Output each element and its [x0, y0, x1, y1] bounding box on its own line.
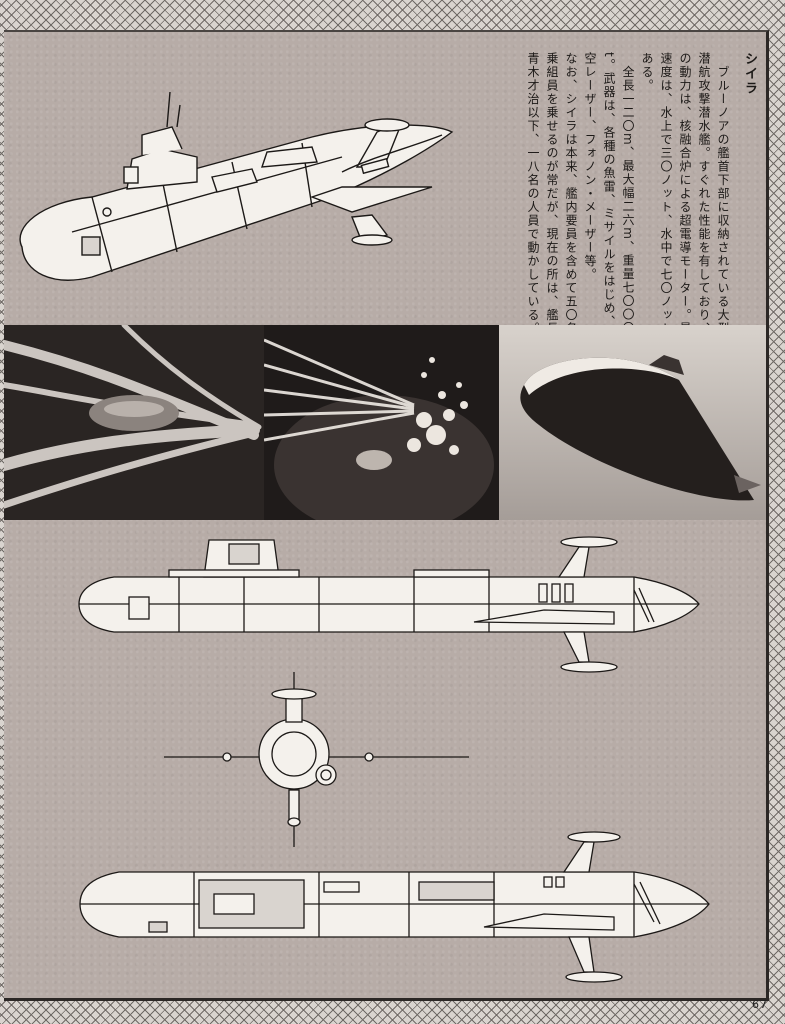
- magazine-page: シイラ ブルーノアの艦首下部に収納されている大型の潜航攻撃潜水艦。すぐれた性能を…: [4, 30, 769, 1001]
- submarine-side-elevation: [78, 536, 700, 673]
- submarine-perspective-illustration: [19, 91, 454, 281]
- article-paragraph-2: 全長一二〇m、最大幅二六m、重量七〇〇〇t。武器は、各種の魚雷、ミサイルをはじめ…: [583, 52, 635, 342]
- page-number: 67: [752, 998, 768, 1011]
- photo-strip: [4, 325, 766, 520]
- submarine-front-elevation: [164, 672, 469, 847]
- article-paragraph-3: なお、シイラは本来、艦内要員を含めて五〇名の乗組員を乗せるのが常だが、現在の所は…: [526, 52, 578, 349]
- photo-torpedo-wake: [4, 325, 264, 520]
- article-text: シイラ ブルーノアの艦首下部に収納されている大型の潜航攻撃潜水艦。すぐれた性能を…: [459, 52, 759, 352]
- article-title: シイラ: [742, 52, 757, 96]
- submarine-cutaway-plan: [79, 831, 710, 983]
- photo-sonic-blast: [264, 325, 499, 520]
- photo-submarine-hull: [499, 325, 766, 520]
- article-paragraph-1: ブルーノアの艦首下部に収納されている大型の潜航攻撃潜水艦。すぐれた性能を有してお…: [640, 52, 730, 349]
